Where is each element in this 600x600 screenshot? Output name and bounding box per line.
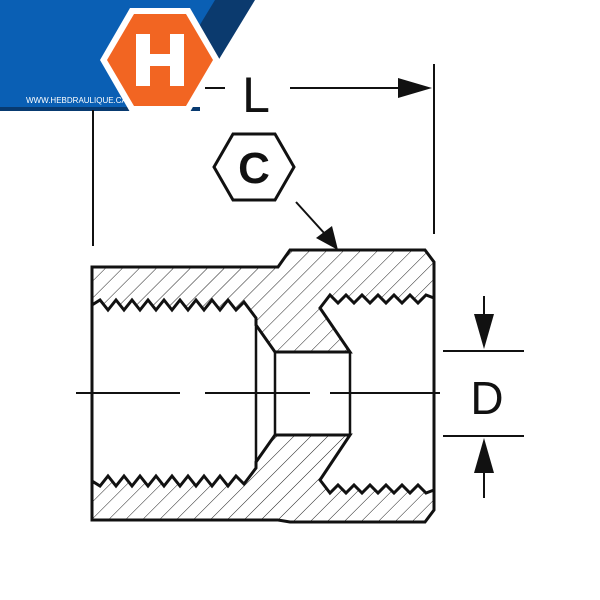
logo-hexagon <box>100 8 220 112</box>
fitting-body <box>76 248 440 524</box>
length-dimension <box>92 64 435 246</box>
website-url: WWW.HEBDRAULIQUE.CA <box>26 96 128 105</box>
diameter-dimension <box>443 296 524 498</box>
hex-label: C <box>238 144 270 193</box>
diameter-label: D <box>470 372 503 424</box>
length-label: L <box>242 67 270 123</box>
hex-size-callout <box>212 132 338 250</box>
